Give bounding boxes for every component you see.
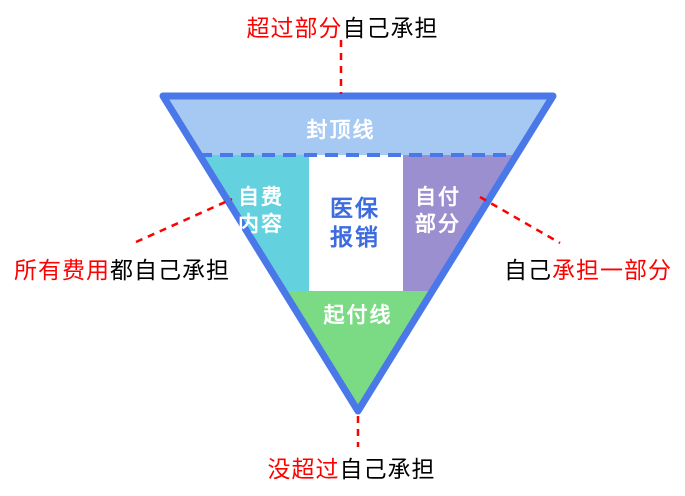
connector-right [479,195,561,245]
top-annotation-black: 自己承担 [342,15,439,41]
connector-left [135,197,233,244]
right-annotation-black: 自己 [504,257,552,283]
bottom-annotation: 没超过自己承担 [18,450,685,484]
right-annotation-red: 承担一部分 [552,257,672,283]
top-annotation: 超过部分自己承担 [0,9,685,43]
copay-label-line1: 自付 [415,185,461,209]
insurance-label-line1: 医保 [330,195,380,221]
copay-label-line2: 部分 [415,212,461,236]
deductible-section [283,291,433,411]
self-paid-label-line2: 内容 [238,212,284,236]
left-annotation-black: 都自己承担 [110,257,230,283]
self-paid-section [199,155,309,291]
top-annotation-red: 超过部分 [246,15,343,41]
left-annotation-red: 所有费用 [14,257,110,283]
bottom-annotation-red: 没超过 [267,456,340,482]
deductible-line-label: 起付线 [323,303,393,327]
left-annotation: 所有费用都自己承担 [14,251,230,285]
insurance-label-line2: 报销 [330,224,380,250]
bottom-annotation-black: 自己承担 [339,456,436,482]
cap-line-label: 封顶线 [307,118,376,142]
insurance-box [309,155,403,291]
cap-band-section [163,96,553,155]
triangle-border [159,92,557,415]
self-paid-label-line1: 自费 [238,185,284,209]
right-annotation: 自己承担一部分 [504,251,672,285]
copay-section [403,155,517,291]
